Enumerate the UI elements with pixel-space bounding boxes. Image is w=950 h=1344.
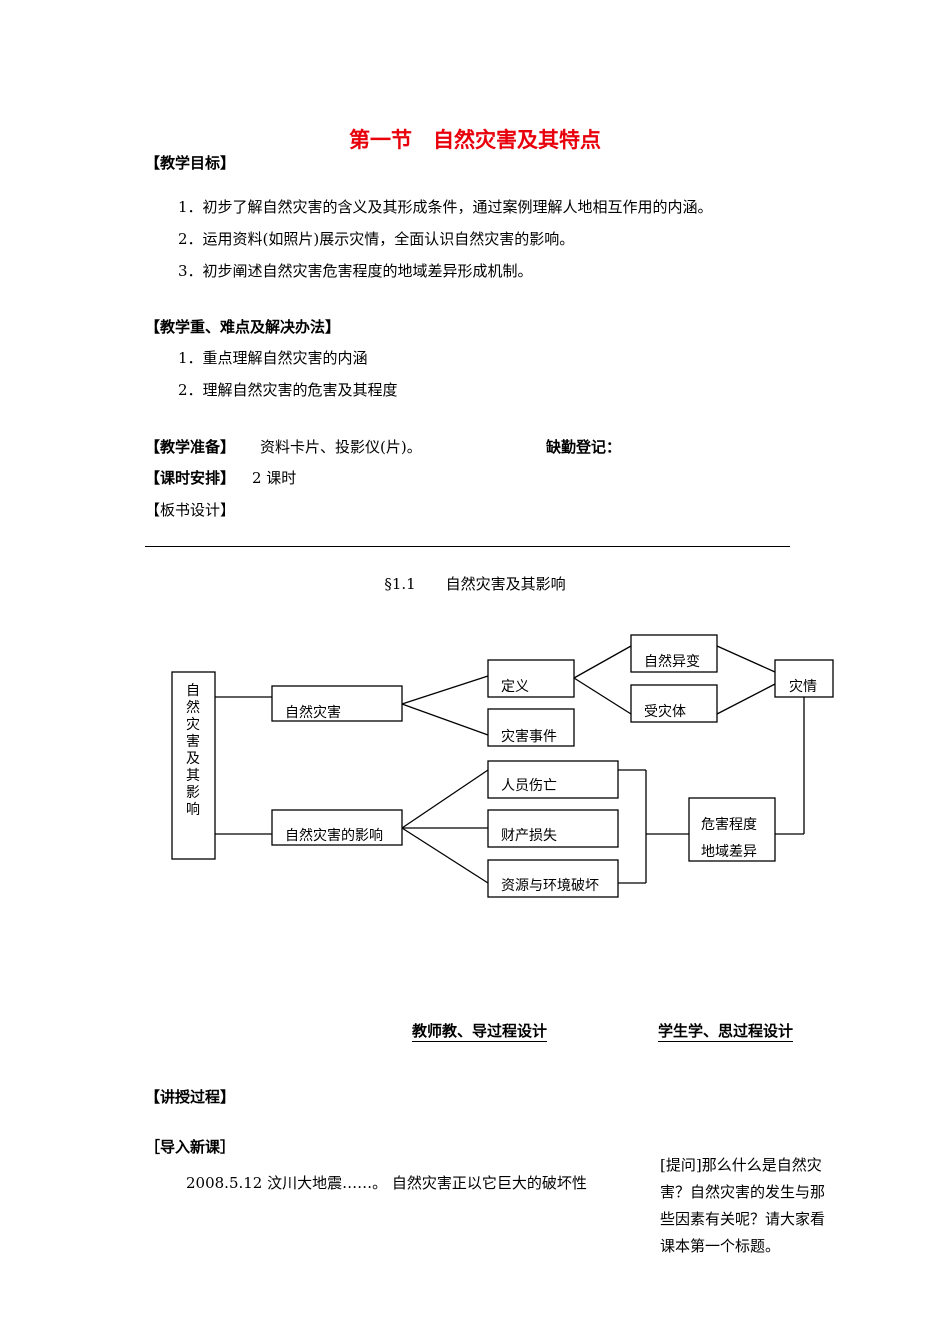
root-label: 自 然 灾 害 及 其 影 响 <box>186 683 200 818</box>
intro-text: 2008.5.12 汶川大地震……。 自然灾害正以它巨大的破坏性 <box>186 1174 587 1192</box>
board-subtitle: §1.1 自然灾害及其影响 <box>384 575 566 593</box>
casualty-label: 人员伤亡 <box>501 778 557 794</box>
schedule-heading: 【课时安排】 <box>145 469 236 487</box>
connector-line <box>573 677 632 715</box>
prep-heading: 【教学准备】 <box>145 438 236 456</box>
root-label-char: 自 <box>186 683 200 699</box>
connector-line <box>401 827 489 884</box>
definition-label: 定义 <box>501 679 529 695</box>
degree-label-line1: 危害程度 <box>701 817 757 833</box>
degree-label-line2: 地域差异 <box>701 844 757 860</box>
connector-line <box>401 769 489 829</box>
connector-line <box>573 645 632 679</box>
schedule-value: 2 课时 <box>252 469 297 487</box>
root-label-char: 影 <box>186 785 200 801</box>
anomaly-label: 自然异变 <box>644 653 700 670</box>
resource-label: 资源与环境破坏 <box>501 878 599 894</box>
prep-value: 资料卡片、投影仪(片)。 <box>260 438 422 456</box>
board-diagram: 自 然 灾 害 及 其 影 响 自然灾害 自然灾害的影响 定义 灾害事件 自然异… <box>171 634 834 898</box>
root-label-char: 及 <box>186 751 200 767</box>
root-label-char: 害 <box>186 734 200 750</box>
keypoint-item: 2．理解自然灾害的危害及其程度 <box>178 381 398 399</box>
page-title: 第一节 自然灾害及其特点 <box>349 128 601 152</box>
intro-heading: ［导入新课］ <box>145 1138 236 1156</box>
goal-item: 2．运用资料(如照片)展示灾情，全面认识自然灾害的影响。 <box>178 230 575 248</box>
impact-label: 自然灾害的影响 <box>285 827 383 844</box>
lecture-heading: 【讲授过程】 <box>145 1088 236 1106</box>
connector-line <box>716 683 776 715</box>
divider-line <box>145 546 790 547</box>
keypoints-heading: 【教学重、难点及解决办法】 <box>145 318 341 336</box>
goals-heading: 【教学目标】 <box>145 154 236 172</box>
root-box <box>171 671 216 860</box>
exposed-label: 受灾体 <box>644 703 686 720</box>
root-label-char: 灾 <box>186 716 200 733</box>
property-label: 财产损失 <box>501 828 557 844</box>
casualty-box <box>487 760 619 799</box>
root-label-char: 然 <box>186 699 200 716</box>
student-column-heading: 学生学、思过程设计 <box>658 1022 794 1042</box>
teacher-column-heading: 教师教、导过程设计 <box>412 1022 548 1042</box>
connector-line <box>401 675 489 705</box>
connector-line <box>401 703 489 736</box>
attendance-label: 缺勤登记： <box>546 438 622 456</box>
root-label-char: 响 <box>186 802 200 818</box>
resource-box <box>487 859 619 898</box>
natural-disaster-label: 自然灾害 <box>285 704 341 721</box>
root-label-char: 其 <box>186 768 200 784</box>
goal-item: 3．初步阐述自然灾害危害程度的地域差异形成机制。 <box>178 262 533 280</box>
degree-box <box>688 797 776 862</box>
situation-label: 灾情 <box>789 678 817 695</box>
keypoint-item: 1．重点理解自然灾害的内涵 <box>178 349 368 367</box>
goal-item: 1．初步了解自然灾害的含义及其形成条件，通过案例理解人地相互作用的内涵。 <box>178 198 713 216</box>
exposed-box <box>630 684 718 723</box>
event-label: 灾害事件 <box>501 728 557 745</box>
event-box <box>487 708 575 747</box>
anomaly-box <box>630 634 718 673</box>
student-question-note: [提问]那么什么是自然灾害？自然灾害的发生与那些因素有关呢？请大家看课本第一个标… <box>660 1156 826 1255</box>
connector-line <box>716 645 776 673</box>
board-heading: 【板书设计】 <box>145 501 236 519</box>
